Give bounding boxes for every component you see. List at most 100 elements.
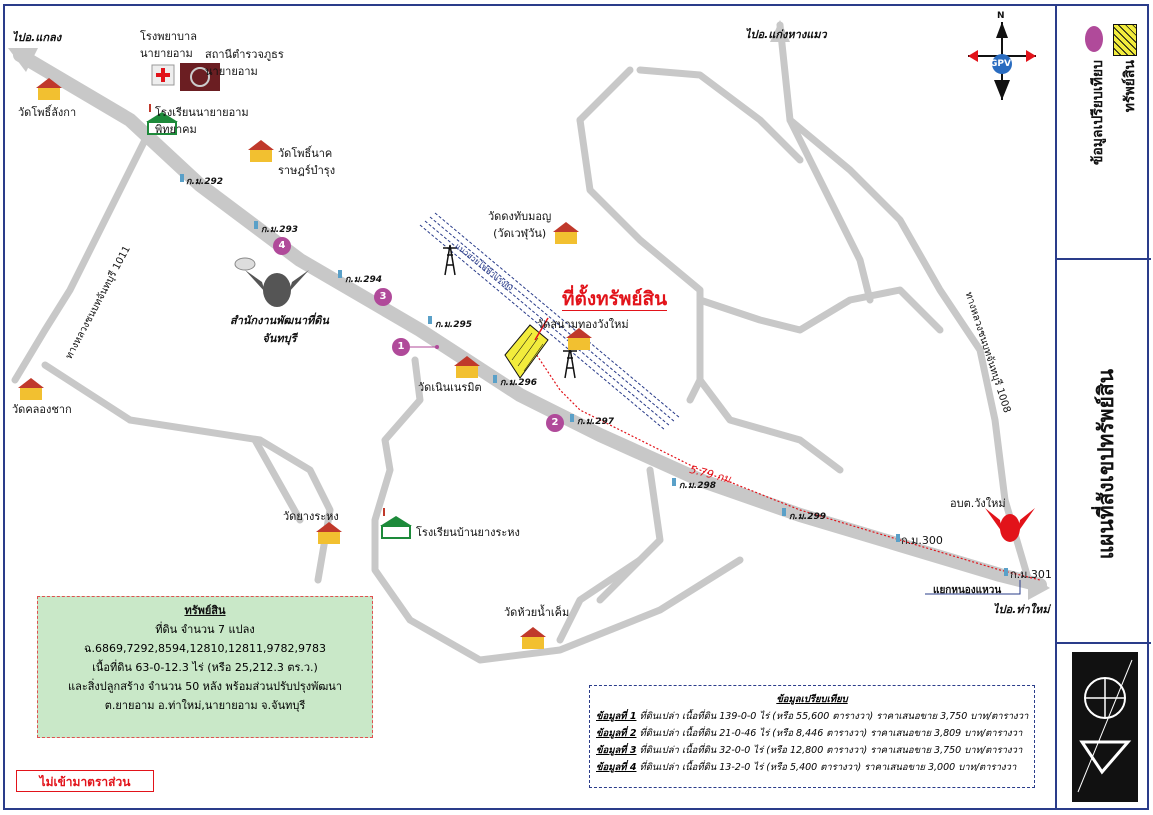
hospital-icon	[151, 64, 175, 86]
road-east	[696, 286, 944, 334]
logo-graphic	[1077, 659, 1133, 793]
panel-title: แผนที่สังเขปทรัพย์สิน	[1094, 369, 1118, 560]
temple-icon	[553, 222, 579, 244]
marker-1-point	[435, 345, 439, 349]
road-yang-rahong	[251, 436, 304, 524]
road-north-2	[576, 66, 634, 124]
property-hatch	[511, 332, 544, 372]
legend-marker-icon	[1085, 26, 1103, 52]
school-icon	[146, 104, 178, 135]
label-wat-dong-thap: วัดดงทับมอญ (วัดเวฬุวัน)	[488, 210, 552, 240]
km-292: ก.ม.292	[186, 177, 224, 187]
label-wat-khlong-chak: วัดคลองชาก	[12, 403, 72, 416]
temple-icon	[520, 627, 546, 649]
route-line	[529, 344, 1041, 581]
road-north-1	[636, 66, 804, 164]
road-huai-nam-khem	[371, 356, 744, 664]
property-parcel	[504, 324, 549, 379]
comparison-row-2: ข้อมูลที่ 2 ที่ดินเปล่า เนื้อที่ดิน 21-0…	[596, 725, 1028, 742]
km-297: ก.ม.297	[577, 417, 615, 427]
info-line-4: และสิ่งปลูกสร้าง จำนวน 50 หลัง พร้อมส่วน…	[67, 680, 342, 693]
comparison-marker-1[interactable]: 1	[392, 338, 410, 356]
garuda-obt-icon	[985, 508, 1035, 542]
temple-icon	[566, 328, 592, 350]
temple-icon	[454, 356, 480, 378]
property-location-label: ที่ตั้งทรัพย์สิน	[562, 288, 668, 311]
comparison-row-label: ข้อมูลที่ 4	[596, 762, 637, 773]
label-wat-huai-nam-khem: วัดห้วยน้ำเค็ม	[504, 606, 570, 619]
km-298: ก.ม.298	[679, 481, 717, 491]
arrow-tha-mai	[1028, 574, 1050, 600]
comparison-box: ข้อมูลเปรียบเทียบ ข้อมูลที่ 1 ที่ดินเปล่…	[589, 685, 1035, 788]
label-junction: แยกหนองแหวน	[933, 585, 1002, 596]
comparison-row-text: ที่ดินเปล่า เนื้อที่ดิน 21-0-46 ไร่ (หรื…	[636, 728, 1023, 739]
company-logo	[1072, 652, 1138, 802]
label-hospital: โรงพยาบาล นายายอาม	[140, 30, 197, 60]
comparison-marker-2[interactable]: 2	[546, 414, 564, 432]
label-wat-pho-nak: วัดโพธิ์นาค ราษฎร์บำรุง	[278, 147, 336, 177]
arrow-kaeng-hang-maeo	[770, 20, 790, 42]
comparison-row-1: ข้อมูลที่ 1 ที่ดินเปล่า เนื้อที่ดิน 139-…	[596, 708, 1028, 725]
legend-property-icon	[1113, 24, 1137, 56]
info-line-1: ที่ดิน จำนวน 7 แปลง	[155, 623, 255, 636]
comparison-row-label: ข้อมูลที่ 2	[596, 728, 637, 739]
km-295: ก.ม.295	[435, 320, 473, 330]
police-icon	[180, 63, 220, 91]
label-wat-sanam-thong: วัดสนามทองวังใหม่	[537, 318, 629, 331]
road-loop	[556, 556, 644, 644]
km-post-icons	[180, 174, 1008, 576]
panel-divider	[1057, 258, 1151, 260]
arrow-klaeng	[8, 48, 38, 72]
legend-panel: ทรัพย์สิน ข้อมูลเปรียบเทียบ แผนที่สังเขป…	[1055, 4, 1151, 810]
km-299: ก.ม.299	[789, 512, 827, 522]
km-294: ก.ม.294	[345, 275, 383, 285]
comparison-row-text: ที่ดินเปล่า เนื้อที่ดิน 32-0-0 ไร่ (หรือ…	[636, 745, 1023, 756]
label-obt-wang-mai: อบต.วังใหม่	[950, 497, 1006, 510]
label-wat-yang-rahong: วัดยางระหง	[283, 510, 339, 523]
km-293: ก.ม.293	[261, 225, 299, 235]
panel-divider	[1057, 642, 1151, 644]
temple-icon	[18, 378, 44, 400]
label-wat-noen: วัดเนินเนรมิต	[418, 381, 482, 394]
compass-brand: GPV	[990, 59, 1011, 69]
direction-kaeng-hang-maeo: ไปอ.แก่งหางแมว	[745, 28, 827, 41]
direction-klaeng: ไปอ.แกลง	[12, 31, 62, 44]
legend-property-label: ทรัพย์สิน	[1122, 60, 1138, 113]
label-wat-pho-lanka: วัดโพธิ์ลังกา	[18, 106, 77, 119]
comparison-marker-3[interactable]: 3	[374, 288, 392, 306]
secondary-roads	[11, 21, 1034, 664]
direction-tha-mai: ไปอ.ท่าใหม่	[993, 603, 1050, 616]
comparison-title: ข้อมูลเปรียบเทียบ	[776, 694, 848, 705]
toyota-logo-icon	[234, 257, 256, 271]
road-khlong-chak	[41, 361, 334, 584]
property-pointer	[534, 317, 549, 341]
compass-icon	[968, 22, 1036, 100]
info-line-5: ต.ยายอาม อ.ท่าใหม่,นายายอาม จ.จันทบุรี	[104, 699, 306, 712]
junction-leader	[925, 580, 1021, 595]
tower-icon	[563, 347, 577, 379]
school-icon	[380, 508, 412, 539]
info-line-2: ฉ.6869,7292,8594,12810,12811,9782,9783	[84, 642, 326, 655]
comparison-row-text: ที่ดินเปล่า เนื้อที่ดิน 139-0-0 ไร่ (หรื…	[636, 711, 1029, 722]
legend-comparison-label: ข้อมูลเปรียบเทียบ	[1090, 60, 1106, 166]
comparison-row-label: ข้อมูลที่ 1	[596, 711, 637, 722]
road-1008	[776, 21, 1034, 589]
scale-note: ไม่เข้ามาตราส่วน	[16, 770, 154, 792]
comparison-marker-4[interactable]: 4	[273, 237, 291, 255]
road-east-2	[696, 376, 844, 474]
road-central	[576, 116, 704, 404]
temple-icon	[36, 78, 62, 100]
info-title: ทรัพย์สิน	[184, 604, 226, 617]
property-info-box: ทรัพย์สิน ที่ดิน จำนวน 7 แปลง ฉ.6869,729…	[37, 596, 373, 738]
road-north-3	[786, 116, 874, 304]
temple-icon	[316, 522, 342, 544]
garuda-emblem-icon	[245, 270, 309, 307]
label-police: สถานีตำรวจภูธร นายายอาม	[205, 48, 284, 78]
km-301: ก.ม.301	[1010, 568, 1052, 581]
tower-icon	[443, 244, 457, 276]
km-296: ก.ม.296	[500, 378, 538, 388]
road-1011	[11, 126, 154, 384]
powerline	[419, 212, 681, 431]
temple-icon	[248, 140, 274, 162]
